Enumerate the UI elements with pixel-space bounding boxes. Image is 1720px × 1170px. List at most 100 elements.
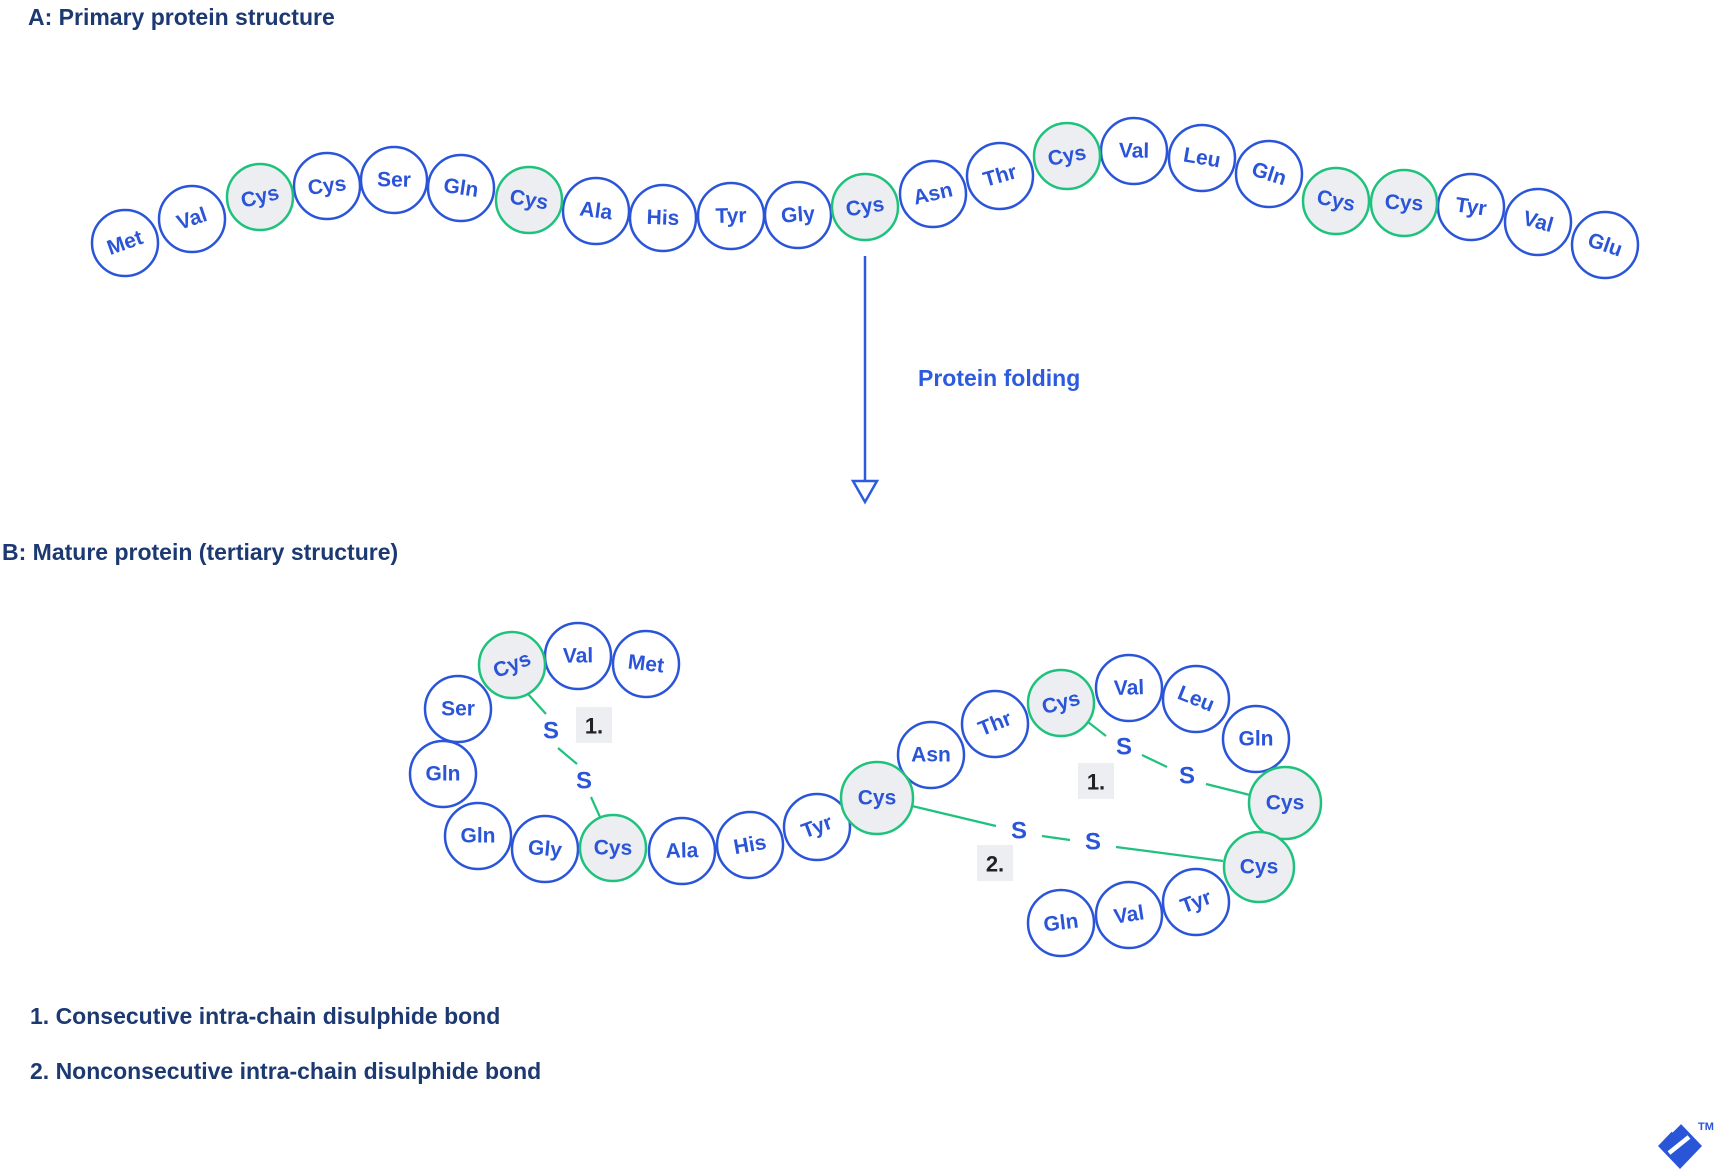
residue-node <box>1163 666 1229 732</box>
bond-line <box>557 747 578 765</box>
residue-label: Cys <box>594 836 633 860</box>
bond-number-box <box>576 707 612 743</box>
residue-label: Gly <box>527 836 563 862</box>
residue-label: Gly <box>780 202 816 227</box>
sulphur-label: S <box>1085 829 1101 856</box>
residue-node <box>960 689 1030 759</box>
residue-node <box>359 145 429 215</box>
residue-label: Val <box>1112 901 1146 928</box>
sulphur-label: S <box>1011 818 1027 845</box>
residue-node <box>1223 706 1289 772</box>
residue-node <box>900 161 966 227</box>
residue-node <box>426 153 496 223</box>
disulphide-bond-1-left: SS1. <box>527 693 612 818</box>
residue-node <box>292 151 362 221</box>
residue-label: Val <box>1113 676 1144 700</box>
bond-line <box>911 804 997 828</box>
residue-node <box>784 794 850 860</box>
residue-node-highlighted <box>1247 765 1323 841</box>
residue-node <box>425 676 491 742</box>
residue-node <box>1503 187 1573 257</box>
residue-label: Asn <box>911 744 951 767</box>
residue-node-highlighted <box>1222 830 1296 904</box>
residue-label: Gln <box>1239 728 1274 751</box>
bond-number-label: 1. <box>1087 770 1105 795</box>
residue-node <box>294 153 360 219</box>
bond-line <box>1041 834 1071 842</box>
legend-line-1: 1. Consecutive intra-chain disulphide bo… <box>30 1003 500 1029</box>
residue-label: Met <box>627 650 666 677</box>
residue-label: Cys <box>1266 792 1305 815</box>
residue-node <box>1096 882 1162 948</box>
residue-node <box>647 816 717 886</box>
residue-node <box>1096 655 1162 721</box>
residue-label: Gln <box>426 763 461 786</box>
residue-node <box>1094 653 1164 723</box>
residue-node <box>611 629 681 699</box>
residue-node <box>1094 880 1164 950</box>
residue-node <box>1167 123 1237 193</box>
residue-node <box>159 186 225 252</box>
protein-folding-arrow <box>850 256 880 505</box>
arrow-head-icon <box>850 479 880 505</box>
residue-node <box>1163 869 1229 935</box>
residue-node <box>649 818 715 884</box>
residue-node <box>510 814 580 884</box>
disulphide-bond-2-cross: S S 2. <box>911 804 1224 881</box>
residue-node <box>1099 116 1169 186</box>
logo-slash <box>1667 1135 1691 1155</box>
residue-label: Cys <box>858 787 897 810</box>
residue-node <box>1221 704 1291 774</box>
residue-node <box>1169 125 1235 191</box>
bond-number-label: 2. <box>986 852 1004 877</box>
residue-label: Gln <box>461 825 496 848</box>
residue-node <box>628 183 698 253</box>
disulphide-bond-1-right: SS1. <box>1078 721 1251 799</box>
sulphur-label: S <box>543 718 559 745</box>
residue-node <box>1161 664 1231 734</box>
residue-node <box>962 691 1028 757</box>
residue-node <box>1028 890 1094 956</box>
residue-node <box>1026 888 1096 958</box>
residue-node-highlighted <box>1032 121 1102 191</box>
residue-node <box>765 182 831 248</box>
residue-node <box>782 792 852 862</box>
residue-node <box>613 631 679 697</box>
residue-node-highlighted <box>477 630 547 700</box>
residue-node <box>896 720 966 790</box>
residue-node <box>1234 139 1304 209</box>
toptal-logo <box>1658 1120 1702 1169</box>
residue-node-highlighted <box>839 760 915 836</box>
residue-node <box>1505 189 1571 255</box>
residue-node <box>445 803 511 869</box>
bond-number-box <box>1078 763 1114 799</box>
residue-label: His <box>732 831 768 859</box>
residue-label: Gln <box>442 174 480 202</box>
residue-node <box>561 176 631 246</box>
residue-node-highlighted <box>225 162 295 232</box>
residue-label: Val <box>563 644 594 667</box>
residue-label: Cys <box>1240 856 1279 879</box>
residue-node <box>965 141 1035 211</box>
residue-node <box>92 210 158 276</box>
residue-node <box>1572 212 1638 278</box>
residue-label: Ala <box>665 839 698 863</box>
sulphur-label: S <box>1179 763 1195 790</box>
residue-label: Cys <box>306 172 347 200</box>
residue-node <box>90 208 160 278</box>
residue-node <box>1101 118 1167 184</box>
residue-node <box>443 801 513 871</box>
residue-label: Ala <box>578 197 614 224</box>
sulphur-label: S <box>576 768 592 795</box>
residue-label: His <box>646 206 680 230</box>
bond-line <box>1205 782 1251 797</box>
residue-node <box>512 816 578 882</box>
residue-node <box>898 722 964 788</box>
residue-node <box>1161 867 1231 937</box>
residue-node <box>408 739 478 809</box>
residue-node-highlighted <box>1026 668 1096 738</box>
residue-node <box>1570 210 1640 280</box>
residue-node-highlighted <box>578 813 648 883</box>
